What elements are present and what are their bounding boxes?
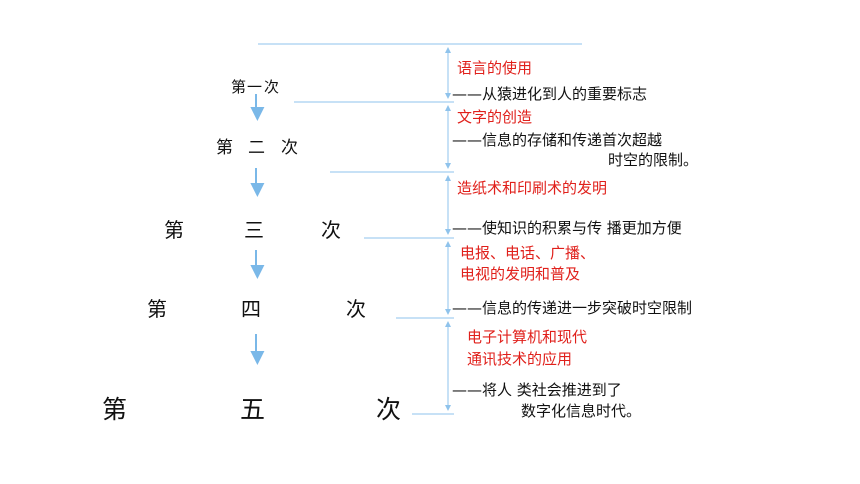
stage-3-char-3: 次: [321, 218, 341, 242]
stage-4-char-3: 次: [346, 297, 366, 321]
event-2-effect-line-1: ——信息的存储和传递首次超越: [452, 131, 663, 149]
stage-3-char-1: 第: [164, 218, 184, 242]
event-4-effect-line-1: ——信息的传递进一步突破时空限制: [452, 299, 693, 317]
stage-5-char-2: 五: [240, 395, 266, 424]
event-3-cause-line-1: 造纸术和印刷术的发明: [457, 179, 608, 197]
stage-5-char-3: 次: [376, 395, 402, 424]
event-1-effect-line-1: ——从猿进化到人的重要标志: [452, 85, 648, 103]
event-1-cause-line-1: 语言的使用: [457, 59, 533, 77]
stage-5-char-1: 第: [102, 395, 128, 424]
stage-4-char-2: 四: [241, 297, 261, 321]
event-4-cause-line-2: 电视的发明和普及: [460, 265, 581, 283]
stage-1-char-3: 次: [264, 78, 280, 96]
stage-1-char-1: 第: [231, 78, 247, 96]
event-4-cause-line-1: 电报、电话、广播、: [460, 244, 596, 262]
event-5-effect-line-1: ——将人 类社会推进到了: [452, 381, 622, 399]
event-5-effect-line-2: 数字化信息时代。: [521, 402, 642, 420]
event-2-cause-line-1: 文字的创造: [457, 108, 533, 126]
event-5-cause-line-1: 电子计算机和现代: [467, 328, 588, 346]
stage-1-char-2: 一: [247, 78, 263, 96]
stage-3-char-2: 三: [244, 218, 264, 242]
stage-4-char-1: 第: [147, 297, 167, 321]
stage-2-char-3: 次: [281, 138, 298, 158]
event-2-effect-line-2: 时空的限制。: [608, 151, 699, 169]
event-5-cause-line-2: 通讯技术的应用: [467, 350, 573, 368]
stage-2-char-1: 第: [216, 138, 233, 158]
event-3-effect-line-1: ——使知识的积累与传 播更加方便: [452, 219, 682, 237]
stage-2-char-2: 二: [248, 138, 265, 158]
